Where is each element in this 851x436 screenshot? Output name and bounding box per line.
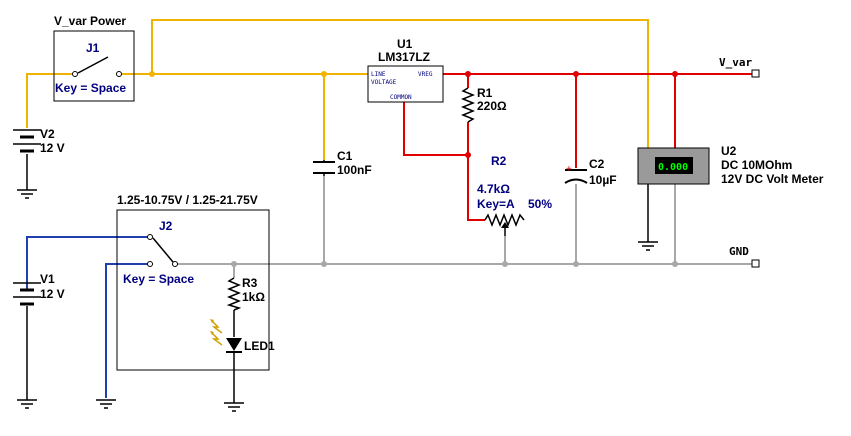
led1-light-icon bbox=[210, 319, 223, 346]
battery-v2: V2 12 V bbox=[13, 127, 65, 155]
r1-zigzag bbox=[460, 87, 476, 123]
v2-value: 12 V bbox=[40, 141, 65, 155]
regulator-u1: U1 LM317LZ LINE VOLTAGE VREG COMMON bbox=[367, 37, 444, 103]
v2-ref: V2 bbox=[40, 127, 55, 141]
potentiometer-r2[interactable]: R2 4.7kΩ Key=A 50% bbox=[477, 154, 552, 236]
switch-j2-group: 1.25-10.75V / 1.25-21.75V bbox=[116, 193, 270, 371]
junction-c1-top bbox=[321, 71, 327, 77]
junctions bbox=[149, 71, 678, 267]
capacitor-c2: + C2 10µF bbox=[564, 157, 617, 187]
switch-j2[interactable]: J2 Key = Space bbox=[123, 219, 194, 286]
j2-key: Key = Space bbox=[123, 272, 194, 286]
j1-contact-left bbox=[72, 71, 78, 77]
j1-contact-right bbox=[116, 71, 122, 77]
u1-pin-vreg: VREG bbox=[418, 71, 433, 78]
j2-group-box bbox=[116, 209, 270, 371]
u2-display bbox=[655, 157, 693, 174]
j2-blade bbox=[152, 237, 174, 263]
u1-part: LM317LZ bbox=[378, 50, 430, 64]
c2-plate-bottom bbox=[564, 178, 588, 184]
j2-common bbox=[172, 261, 178, 267]
r2-wiper-arrow bbox=[501, 222, 509, 228]
c1-ref: C1 bbox=[337, 149, 353, 163]
ground-v2 bbox=[17, 189, 37, 199]
c2-value: 10µF bbox=[589, 173, 617, 187]
junction-r1-r2 bbox=[465, 152, 471, 158]
v1-value: 12 V bbox=[40, 287, 65, 301]
junction-r1-top bbox=[465, 71, 471, 77]
r2-value: 4.7kΩ bbox=[477, 182, 510, 196]
terminal-v-var: V_var bbox=[719, 56, 760, 78]
wire-top-loop-to-meter bbox=[151, 19, 649, 148]
r2-key: Key=A bbox=[477, 197, 515, 211]
j2-group-title: 1.25-10.75V / 1.25-21.75V bbox=[117, 193, 258, 207]
j2-contact-top bbox=[147, 234, 153, 240]
r2-zigzag bbox=[484, 212, 525, 228]
u2-mode: DC 10MOhm bbox=[721, 158, 792, 172]
c2-ref: C2 bbox=[589, 157, 605, 171]
r3-value: 1kΩ bbox=[242, 290, 265, 304]
junction-meter-top bbox=[672, 71, 678, 77]
j1-blade bbox=[77, 56, 109, 74]
r2-ref: R2 bbox=[491, 154, 507, 168]
ground-v1 bbox=[17, 399, 37, 409]
j1-ref: J1 bbox=[86, 41, 100, 55]
u1-pin-voltage: VOLTAGE bbox=[371, 79, 397, 86]
v1-ref: V1 bbox=[40, 272, 55, 286]
led1-triangle bbox=[226, 338, 242, 351]
j2-ref: J2 bbox=[159, 219, 173, 233]
r3-ref: R3 bbox=[242, 276, 258, 290]
terminal-gnd: GND bbox=[729, 245, 760, 268]
c2-polarity: + bbox=[566, 164, 572, 175]
j2-contact-bottom bbox=[147, 261, 153, 267]
v-var-label: V_var bbox=[719, 56, 752, 69]
c1-value: 100nF bbox=[337, 163, 372, 177]
j1-group-title: V_var Power bbox=[54, 14, 126, 28]
junction-j1-out bbox=[149, 71, 155, 77]
u1-pin-line: LINE bbox=[371, 71, 386, 78]
junction-gnd-c2 bbox=[573, 261, 579, 267]
junction-gnd-r3 bbox=[231, 261, 237, 267]
r1-ref: R1 bbox=[477, 86, 493, 100]
junction-c2-top bbox=[573, 71, 579, 77]
wires bbox=[26, 19, 752, 403]
ground-j2 bbox=[96, 399, 116, 409]
gnd-label: GND bbox=[729, 245, 749, 258]
r1-value: 220Ω bbox=[477, 99, 507, 113]
u1-ref: U1 bbox=[397, 37, 413, 51]
wire-j2-low-contact bbox=[105, 263, 148, 398]
ground-meter bbox=[638, 241, 658, 251]
u1-pin-common: COMMON bbox=[390, 94, 412, 101]
led-led1: LED1 bbox=[210, 319, 275, 353]
junction-gnd-c1 bbox=[321, 261, 327, 267]
j1-key: Key = Space bbox=[55, 81, 126, 95]
junction-gnd-r2 bbox=[502, 261, 508, 267]
u1-body bbox=[367, 65, 444, 103]
led1-ref: LED1 bbox=[244, 339, 275, 353]
resistor-r1: R1 220Ω bbox=[460, 86, 507, 123]
voltmeter-u2: 0.000 U2 DC 10MOhm 12V DC Volt Meter bbox=[637, 144, 824, 186]
r3-zigzag bbox=[226, 277, 242, 311]
u2-ref: U2 bbox=[721, 144, 737, 158]
wire-v1-to-j2 bbox=[26, 236, 148, 290]
j1-box bbox=[53, 30, 135, 102]
resistor-r3: R3 1kΩ bbox=[226, 276, 265, 311]
battery-v1: V1 12 V bbox=[13, 272, 65, 306]
capacitor-c1: C1 100nF bbox=[313, 149, 372, 177]
u2-reading: 0.000 bbox=[658, 162, 688, 173]
ground-led bbox=[224, 402, 244, 412]
u2-name: 12V DC Volt Meter bbox=[721, 172, 824, 186]
wire-v2-to-j1 bbox=[26, 73, 72, 128]
r2-percent: 50% bbox=[528, 197, 552, 211]
junction-gnd-meter bbox=[672, 261, 678, 267]
switch-j1[interactable]: V_var Power J1 Key = Space bbox=[53, 14, 135, 102]
